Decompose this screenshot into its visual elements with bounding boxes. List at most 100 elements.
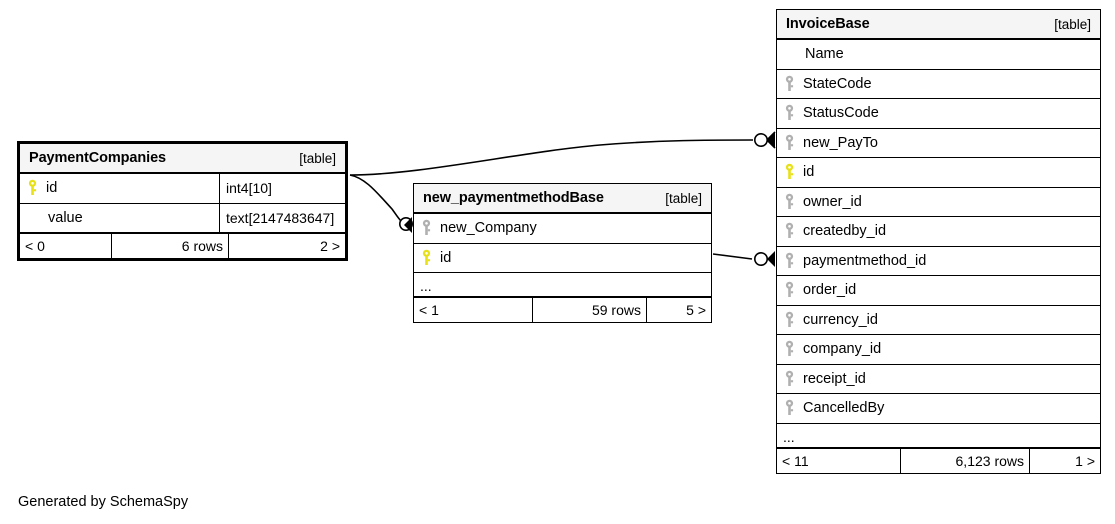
table-footer: < 11 6,123 rows 1 >: [777, 447, 1100, 473]
column-name-cell: StateCode: [777, 70, 1100, 99]
table-row[interactable]: StatusCode: [777, 99, 1100, 129]
column-name-cell: createdby_id: [777, 217, 1100, 246]
table-row[interactable]: id: [777, 158, 1100, 188]
column-name: new_PayTo: [803, 134, 878, 151]
column-name: value: [48, 209, 83, 226]
footer-parent-count[interactable]: < 0: [25, 238, 45, 254]
table-footer: < 0 6 rows 2 >: [20, 233, 345, 258]
table-header: new_paymentmethodBase [table]: [414, 184, 711, 214]
table-row[interactable]: value text[2147483647]: [20, 203, 345, 233]
foreign-key-icon: [785, 399, 794, 416]
column-name: CancelledBy: [803, 400, 885, 417]
column-name-cell: id: [414, 244, 711, 273]
table-row[interactable]: id: [414, 244, 711, 273]
footer-child-count[interactable]: 1 >: [1075, 452, 1095, 469]
column-name-cell: CancelledBy: [777, 394, 1100, 423]
column-name-cell: StatusCode: [777, 99, 1100, 128]
foreign-key-icon: [785, 281, 794, 298]
column-name-cell: owner_id: [777, 188, 1100, 217]
table-row[interactable]: new_PayTo: [777, 129, 1100, 158]
foreign-key-icon: [785, 134, 794, 150]
column-name: StatusCode: [803, 105, 879, 122]
ellipsis-label: ...: [420, 278, 432, 294]
column-name: id: [440, 249, 452, 266]
column-name-cell: new_Company: [414, 214, 711, 243]
table-row[interactable]: Name: [777, 40, 1100, 70]
column-name: StateCode: [803, 75, 872, 92]
table-row[interactable]: currency_id: [777, 306, 1100, 335]
generated-by-caption: Generated by SchemaSpy: [18, 494, 189, 510]
table-paymentcompanies[interactable]: PaymentCompanies [table] id int4[10] val…: [17, 141, 348, 261]
column-name-cell: paymentmethod_id: [777, 247, 1100, 276]
footer-parent-count[interactable]: < 1: [419, 302, 439, 318]
table-footer: < 1 59 rows 5 >: [414, 297, 711, 322]
footer-row-count: 6 rows: [111, 234, 229, 258]
foreign-key-icon: [785, 340, 794, 357]
column-type-cell: text[2147483647]: [219, 203, 345, 232]
column-name-cell: company_id: [777, 335, 1100, 364]
table-row[interactable]: createdby_id: [777, 217, 1100, 247]
column-name-cell: id: [777, 158, 1100, 187]
table-row[interactable]: company_id: [777, 335, 1100, 365]
table-title: InvoiceBase: [786, 16, 870, 32]
foreign-key-icon: [422, 219, 431, 236]
edge-paymentcompanies-id-to-invoicebase-new_payto: [349, 131, 776, 176]
table-row[interactable]: receipt_id: [777, 365, 1100, 394]
column-name-cell: Name: [777, 40, 1100, 69]
column-name: Name: [805, 46, 844, 63]
table-row[interactable]: paymentmethod_id: [777, 247, 1100, 276]
footer-child-count[interactable]: 5 >: [686, 302, 706, 318]
column-name: company_id: [803, 341, 882, 358]
more-columns-indicator: ...: [414, 273, 711, 297]
table-row[interactable]: StateCode: [777, 70, 1100, 99]
column-name-cell: id: [20, 174, 219, 203]
table-row[interactable]: order_id: [777, 276, 1100, 306]
foreign-key-icon: [785, 104, 794, 121]
ellipsis-label: ...: [783, 428, 795, 445]
column-name: createdby_id: [803, 223, 887, 240]
foreign-key-icon: [785, 222, 794, 239]
table-type-tag: [table]: [665, 190, 702, 206]
table-title: PaymentCompanies: [29, 150, 166, 166]
table-type-tag: [table]: [1054, 16, 1091, 32]
column-name: id: [46, 180, 58, 197]
footer-row-count: 59 rows: [532, 298, 647, 322]
foreign-key-icon: [785, 370, 794, 386]
column-name: paymentmethod_id: [803, 252, 927, 269]
column-name-cell: value: [20, 204, 219, 233]
column-name: id: [803, 164, 815, 181]
column-name-cell: receipt_id: [777, 365, 1100, 394]
foreign-key-icon: [785, 193, 794, 209]
edge-newpaymentmethodbase-id-to-invoicebase-paymentmethod_id: [712, 251, 775, 267]
table-row[interactable]: CancelledBy: [777, 394, 1100, 424]
edge-paymentcompanies-id-to-newpaymentmethodbase-new_company: [349, 174, 413, 233]
column-name: receipt_id: [803, 370, 866, 387]
table-row[interactable]: id int4[10]: [20, 174, 345, 204]
column-name: new_Company: [440, 220, 537, 237]
column-name-cell: new_PayTo: [777, 129, 1100, 158]
footer-child-count[interactable]: 2 >: [320, 238, 340, 254]
table-new-paymentmethodbase[interactable]: new_paymentmethodBase [table] new_Compan…: [413, 183, 712, 323]
table-header: InvoiceBase [table]: [777, 10, 1100, 40]
column-name-cell: order_id: [777, 276, 1100, 305]
column-name: order_id: [803, 282, 857, 299]
column-type-cell: int4[10]: [219, 174, 345, 203]
foreign-key-icon: [785, 252, 794, 268]
column-name-cell: currency_id: [777, 306, 1100, 335]
foreign-key-icon: [785, 311, 794, 327]
table-row[interactable]: new_Company: [414, 214, 711, 244]
table-type-tag: [table]: [299, 150, 336, 166]
more-columns-indicator: ...: [777, 424, 1100, 448]
primary-key-icon: [422, 249, 431, 265]
table-title: new_paymentmethodBase: [423, 190, 604, 206]
column-name: currency_id: [803, 311, 878, 328]
table-header: PaymentCompanies [table]: [20, 144, 345, 174]
footer-parent-count[interactable]: < 11: [782, 452, 809, 469]
footer-row-count: 6,123 rows: [900, 448, 1030, 473]
primary-key-icon: [785, 163, 794, 180]
table-invoicebase[interactable]: InvoiceBase [table] Name StateCode: [776, 9, 1101, 474]
foreign-key-icon: [785, 75, 794, 91]
primary-key-icon: [28, 179, 37, 196]
table-row[interactable]: owner_id: [777, 188, 1100, 217]
